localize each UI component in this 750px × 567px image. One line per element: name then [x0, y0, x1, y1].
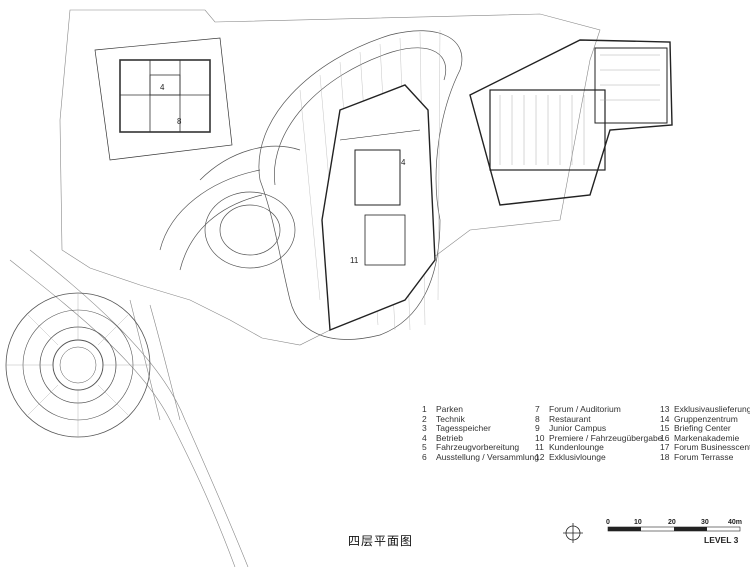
scale-tick: 40m — [728, 519, 743, 526]
scale-tick: 10 — [634, 519, 642, 526]
scale-bar — [607, 526, 741, 532]
central-shell — [159, 30, 463, 340]
level-label: LEVEL 3 — [704, 535, 739, 545]
scale-tick: 0 — [606, 519, 610, 526]
road — [9, 259, 236, 567]
scale-tick: 20 — [668, 519, 676, 526]
room-label-8: 8 — [177, 117, 182, 126]
scale-tick: 30 — [701, 519, 709, 526]
right-building — [469, 39, 673, 206]
north-arrow-icon — [563, 523, 583, 543]
plan-title: 四层平面图 — [348, 534, 414, 548]
center-building — [321, 84, 436, 332]
road-edge — [29, 249, 249, 567]
room-label-4-center: 4 — [401, 158, 406, 167]
left-building — [94, 37, 233, 161]
room-label-4-left: 4 — [160, 83, 165, 92]
room-label-11: 11 — [350, 256, 359, 265]
